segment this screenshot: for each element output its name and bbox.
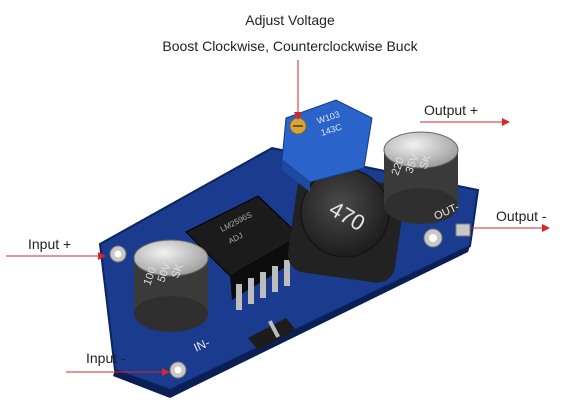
pad-right	[455, 223, 471, 237]
cap-right-line-1: 220	[390, 156, 408, 177]
cap-left-line-1: 100	[142, 266, 160, 287]
output-capacitor: 220 35V SK	[383, 131, 459, 224]
mounting-hole-left	[109, 245, 127, 263]
cap-right-line-3: SK	[418, 153, 435, 172]
adjust-direction-subtitle: Boost Clockwise, Counterclockwise Buck	[162, 38, 418, 54]
input-capacitor: 100 50V SK	[133, 239, 209, 332]
output-plus-label: Output +	[424, 102, 479, 118]
mounting-hole-right	[423, 228, 443, 248]
output-minus-label: Output -	[496, 208, 547, 224]
diode	[248, 318, 296, 350]
silk-in-minus: IN-	[192, 335, 212, 354]
cap-left-line-3: SK	[170, 262, 187, 281]
adjust-voltage-title: Adjust Voltage	[245, 12, 335, 28]
input-minus-label: Input -	[86, 350, 126, 366]
inductor: 470	[287, 168, 405, 283]
mounting-hole-bottom	[169, 361, 187, 379]
input-plus-label: Input +	[28, 236, 72, 252]
